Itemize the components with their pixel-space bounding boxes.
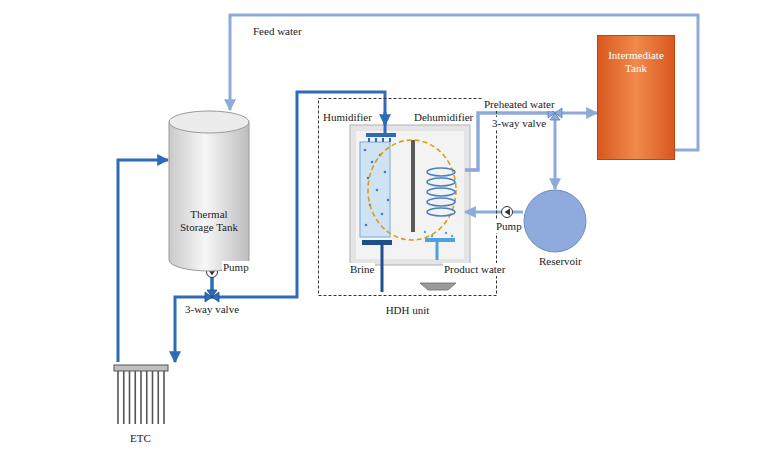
node-label: Intermediate Tank (604, 35, 668, 75)
collection-funnel (420, 283, 456, 290)
pipe-connector (465, 211, 523, 214)
separator-plate (411, 140, 415, 232)
diagram-node: Thermal Storage Tank (168, 110, 250, 272)
diagram-node: Humidifier (355, 125, 395, 240)
node-label: Dehumidifier (414, 111, 473, 124)
node-label: Thermal Storage Tank (178, 110, 240, 234)
spray-drops (368, 138, 391, 142)
part-label: 3-way valve (491, 117, 547, 130)
part-label: Product water (443, 263, 506, 276)
diagram-node: Dehumidifier (420, 125, 465, 240)
product-tray (425, 238, 455, 242)
circle-shape (523, 189, 587, 253)
brine-tray (362, 240, 392, 245)
part-label: Pump (495, 220, 523, 233)
node-label: HDH unit (318, 304, 497, 317)
valve-symbol (205, 290, 219, 302)
part-label: Brine (349, 263, 375, 276)
pipe-label: Preheated water (483, 98, 556, 111)
etc-shape (113, 362, 169, 428)
diagram-node: Reservoir (523, 189, 587, 253)
pipe-connector (118, 160, 168, 362)
part-label: 3-way valve (184, 303, 240, 316)
pipe-connector (465, 113, 597, 170)
part-label: Pump (222, 261, 250, 274)
pipe-label: Feed water (252, 25, 303, 38)
diagram-node: ETC (113, 362, 169, 428)
air-loop (368, 140, 456, 240)
sprayer (366, 133, 396, 137)
product-outlet (436, 242, 439, 260)
diagram-node: Intermediate Tank (597, 35, 675, 160)
cylinder-shape (168, 110, 250, 272)
pump-symbol (502, 207, 513, 218)
hdh-chamber (350, 125, 470, 265)
node-label: ETC (130, 432, 151, 445)
node-label: Reservoir (539, 255, 582, 268)
pipe-connector (175, 272, 212, 362)
chamber-inner (356, 131, 464, 259)
pipe-connector (465, 113, 555, 189)
humidifier-pad (360, 142, 390, 237)
node-label: Humidifier (323, 111, 372, 124)
condenser-coil (427, 168, 455, 216)
brine-outlet (381, 245, 384, 292)
